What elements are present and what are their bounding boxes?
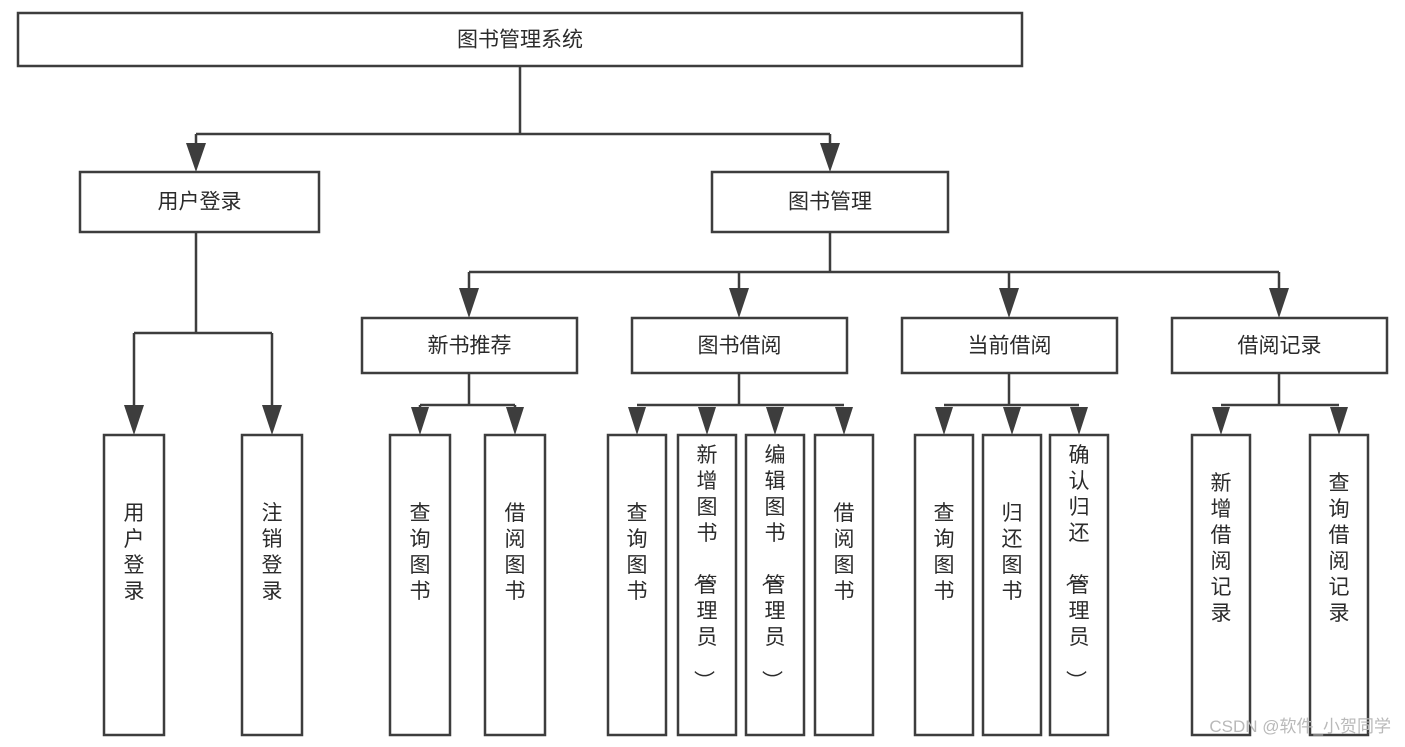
node-leaf-confirm-return-box[interactable] [1048,433,1110,737]
node-leaf-user-login-label: 用户登录 [124,502,145,603]
node-leaf-borrow-book-1[interactable]: 借阅图书 [483,433,547,737]
node-leaf-logout-box[interactable] [240,433,304,737]
arrow-to-book-borrow [729,288,749,318]
node-user-login-box[interactable] [78,170,321,234]
csdn-watermark: CSDN @软件_小贺同学 [1209,717,1391,736]
node-leaf-add-book-box[interactable] [676,433,738,737]
node-leaf-query-book-2[interactable]: 查询图书 [606,433,668,737]
node-leaf-add-record-label: 新增借阅记录 [1211,472,1232,625]
node-current-borrow-box[interactable] [900,316,1119,375]
node-leaf-logout[interactable]: 注销登录 [240,433,304,737]
node-leaf-query-book-1[interactable]: 查询图书 [388,433,452,737]
arrow-to-borrow-record [1269,288,1289,318]
node-leaf-borrow-book-2-label: 借阅图书 [834,502,855,603]
node-user-login[interactable]: 用户登录 [78,170,321,234]
node-leaf-edit-book-label: 编辑图书（管理员） [760,444,786,691]
node-leaf-return-book[interactable]: 归还图书 [981,433,1043,737]
node-book-borrow[interactable]: 图书借阅 [630,316,849,375]
node-leaf-borrow-book-1-label: 借阅图书 [505,502,526,603]
arrow-to-leaf-borrow-book-1 [506,407,524,435]
node-leaf-edit-book[interactable]: 编辑图书（管理员） [744,433,806,737]
node-leaf-query-book-1-box[interactable] [388,433,452,737]
arrow-to-leaf-add-record [1212,407,1230,435]
node-leaf-return-book-box[interactable] [981,433,1043,737]
arrow-to-leaf-edit-book [766,407,784,435]
node-leaf-edit-book-box[interactable] [744,433,806,737]
arrow-to-leaf-borrow-book-2 [835,407,853,435]
node-leaf-query-book-3-box[interactable] [913,433,975,737]
node-new-book-recommend-label: 新书推荐 [428,335,512,358]
node-user-login-label: 用户登录 [158,191,242,214]
arrow-to-leaf-query-record [1330,407,1348,435]
node-leaf-add-record[interactable]: 新增借阅记录 [1190,433,1252,737]
node-leaf-borrow-book-1-box[interactable] [483,433,547,737]
node-borrow-record-label: 借阅记录 [1238,335,1322,358]
node-current-borrow[interactable]: 当前借阅 [900,316,1119,375]
arrow-to-leaf-confirm-return [1070,407,1088,435]
node-new-book-recommend[interactable]: 新书推荐 [360,316,579,375]
arrow-to-leaf-add-book [698,407,716,435]
node-leaf-add-record-box[interactable] [1190,433,1252,737]
node-leaf-query-record-box[interactable] [1308,433,1370,737]
node-book-manage-box[interactable] [710,170,950,234]
node-leaf-query-book-2-label: 查询图书 [627,502,648,603]
node-leaf-user-login[interactable]: 用户登录 [102,433,166,737]
node-leaf-user-login-box[interactable] [102,433,166,737]
node-leaf-borrow-book-2[interactable]: 借阅图书 [813,433,875,737]
arrow-to-leaf-return-book [1003,407,1021,435]
node-leaf-query-book-2-box[interactable] [606,433,668,737]
node-book-manage[interactable]: 图书管理 [710,170,950,234]
node-leaf-query-book-3[interactable]: 查询图书 [913,433,975,737]
arrow-to-leaf-query-book-1 [411,407,429,435]
arrow-to-current-borrow [999,288,1019,318]
node-layer: 图书管理系统 用户登录 图书管理 新书推荐 图书借阅 [16,11,1389,737]
node-leaf-confirm-return[interactable]: 确认归还（管理员） [1048,433,1110,737]
node-leaf-add-book[interactable]: 新增图书（管理员） [676,433,738,737]
node-leaf-query-record-label: 查询借阅记录 [1329,472,1350,625]
node-leaf-return-book-label: 归还图书 [1002,502,1023,603]
node-root[interactable]: 图书管理系统 [16,11,1024,68]
arrow-to-book-manage [820,143,840,172]
arrow-to-leaf-logout [262,405,282,435]
node-book-borrow-box[interactable] [630,316,849,375]
arrow-to-leaf-query-book-2 [628,407,646,435]
node-root-label: 图书管理系统 [457,29,583,52]
node-leaf-query-book-1-label: 查询图书 [410,502,431,603]
arrow-to-leaf-user-login [124,405,144,435]
node-new-book-recommend-box[interactable] [360,316,579,375]
node-leaf-query-record[interactable]: 查询借阅记录 [1308,433,1370,737]
node-current-borrow-label: 当前借阅 [968,335,1052,358]
node-borrow-record-box[interactable] [1170,316,1389,375]
edge-layer [124,66,1348,435]
arrow-to-new-book-recommend [459,288,479,318]
arrow-to-user-login [186,143,206,172]
node-leaf-borrow-book-2-box[interactable] [813,433,875,737]
node-leaf-query-book-3-label: 查询图书 [934,502,955,603]
arrow-to-leaf-query-book-3 [935,407,953,435]
node-leaf-confirm-return-label: 确认归还（管理员） [1064,444,1090,691]
node-root-box[interactable] [16,11,1024,68]
node-book-manage-label: 图书管理 [788,191,872,214]
node-borrow-record[interactable]: 借阅记录 [1170,316,1389,375]
node-book-borrow-label: 图书借阅 [698,335,782,358]
node-leaf-add-book-label: 新增图书（管理员） [692,444,718,691]
node-leaf-logout-label: 注销登录 [262,502,283,603]
